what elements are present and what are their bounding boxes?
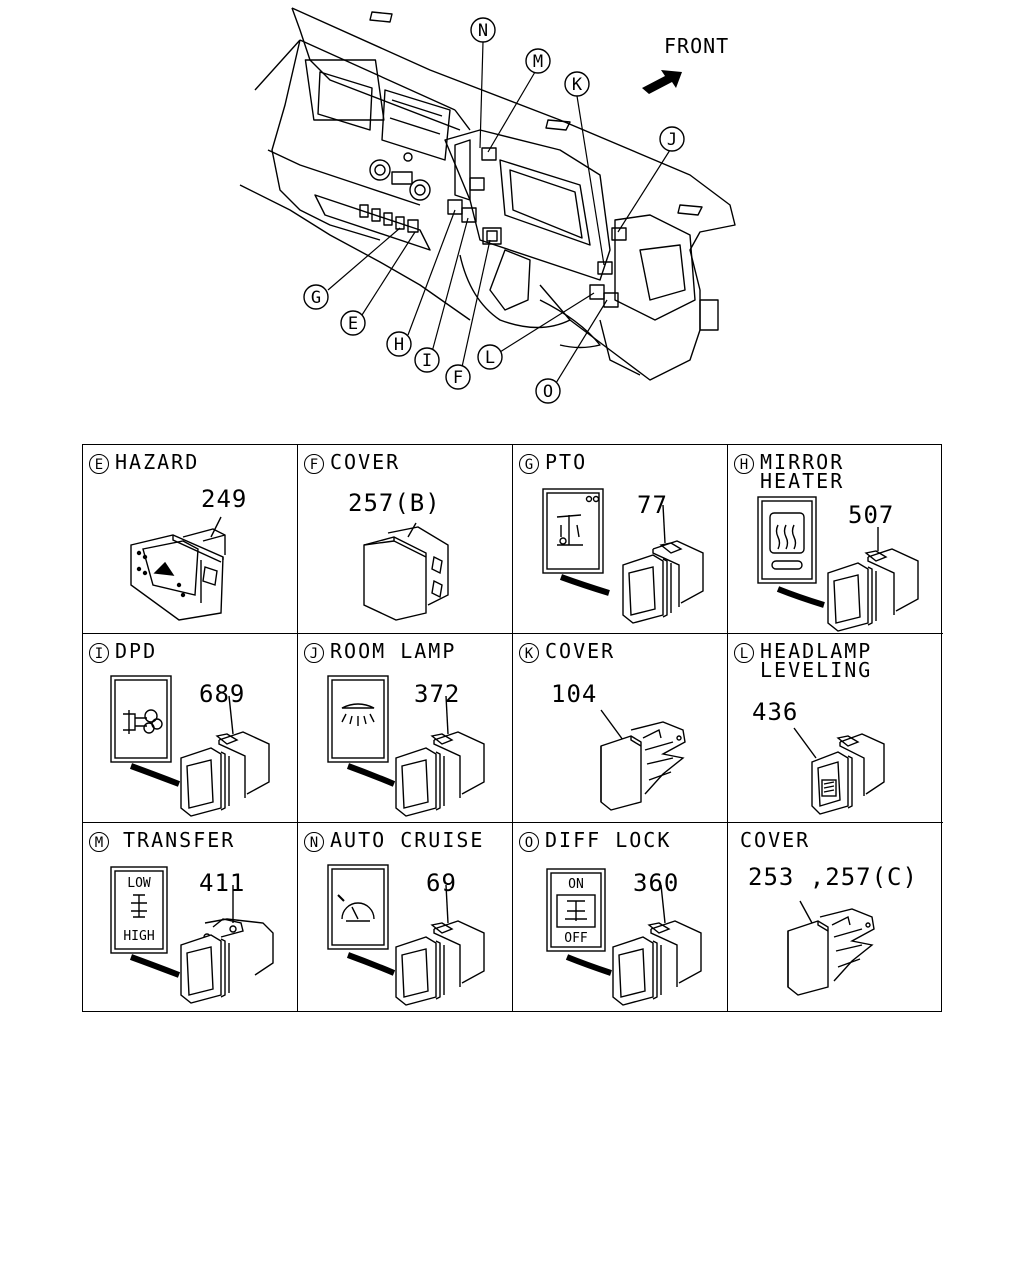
- letter-badge: J: [304, 643, 324, 663]
- cell-cover-c: COVER 253 ,257(C): [728, 823, 943, 1012]
- pto-icon: [556, 514, 583, 546]
- transfer-high-label: HIGH: [123, 929, 154, 944]
- mirror-heater-icon: [769, 512, 805, 554]
- mirror-heater-switch-drawing: [757, 496, 919, 632]
- part-number: 436: [752, 698, 799, 726]
- cell-room-lamp: J ROOM LAMP 372: [298, 634, 513, 823]
- callout-k: K: [572, 75, 583, 95]
- callout-h: H: [394, 335, 404, 355]
- letter-badge: G: [519, 454, 539, 474]
- cell-pto: G PTO 77: [513, 445, 728, 634]
- dashboard-overview-drawing: N M K J G E H I F L O FRONT: [239, 7, 736, 404]
- letter-badge: E: [89, 454, 109, 474]
- front-arrow-icon: [642, 70, 682, 94]
- cell-title: AUTO CRUISE: [330, 828, 485, 852]
- part-number: 257(B): [348, 489, 441, 517]
- cell-title: COVER: [330, 450, 401, 474]
- diff-lock-off-label: OFF: [564, 931, 588, 946]
- callout-o: O: [543, 382, 553, 402]
- letter-badge: I: [89, 643, 109, 663]
- callout-g: G: [311, 288, 321, 308]
- letter-badge: H: [734, 454, 754, 474]
- callout-l: L: [485, 348, 495, 368]
- cover-drawing: [363, 522, 449, 621]
- cell-title: ROOM LAMP: [330, 639, 457, 663]
- part-number: 411: [199, 869, 246, 897]
- cell-cover-f: F COVER 257(B): [298, 445, 513, 634]
- cell-transfer: M TRANSFER 411 LOW HIGH: [83, 823, 298, 1012]
- cell-title: DPD: [115, 639, 158, 663]
- dpd-icon: [123, 710, 147, 734]
- cell-title: PTO: [545, 450, 588, 474]
- cell-auto-cruise: N AUTO CRUISE 69: [298, 823, 513, 1012]
- room-lamp-switch-drawing: [327, 675, 485, 817]
- parts-grid: E HAZARD 249 F COVER 257(B): [82, 444, 943, 1012]
- cell-title: MIRROR HEATER: [760, 450, 845, 493]
- letter-badge: O: [519, 832, 539, 852]
- callout-n: N: [478, 21, 488, 41]
- cell-diff-lock: O DIFF LOCK 360 ON OFF: [513, 823, 728, 1012]
- part-number: 77: [637, 491, 668, 519]
- part-number: 253 ,257(C): [748, 863, 918, 891]
- cell-hazard: E HAZARD 249: [83, 445, 298, 634]
- part-number: 69: [426, 869, 457, 897]
- letter-badge: K: [519, 643, 539, 663]
- cell-title: COVER: [545, 639, 616, 663]
- callout-e: E: [348, 314, 358, 334]
- letter-badge: N: [304, 832, 324, 852]
- cell-title: TRANSFER: [123, 828, 236, 852]
- transfer-low-label: LOW: [127, 876, 151, 891]
- cruise-speedometer-icon: [341, 902, 375, 920]
- part-number: 372: [414, 680, 461, 708]
- cell-title: COVER: [740, 828, 811, 852]
- part-number: 360: [633, 869, 680, 897]
- part-number: 249: [201, 485, 248, 513]
- letter-badge: L: [734, 643, 754, 663]
- room-lamp-icon: [341, 703, 375, 709]
- diff-lock-switch-drawing: ON OFF: [546, 868, 702, 1006]
- cell-title: HAZARD: [115, 450, 200, 474]
- cell-cover-k: K COVER 104: [513, 634, 728, 823]
- transfer-switch-drawing: LOW HIGH: [110, 866, 274, 1004]
- diff-lock-on-label: ON: [568, 877, 584, 892]
- hazard-switch-drawing: [130, 516, 226, 621]
- cover-with-clip-drawing: [600, 709, 686, 811]
- cell-headlamp-leveling: L HEADLAMP LEVELING 436: [728, 634, 943, 823]
- leveling-dial-icon: [821, 779, 837, 797]
- auto-cruise-switch-drawing: [327, 864, 485, 1006]
- callout-j: J: [667, 130, 677, 150]
- callout-m: M: [533, 52, 543, 72]
- cell-title: DIFF LOCK: [545, 828, 672, 852]
- cell-title: HEADLAMP LEVELING: [760, 639, 873, 682]
- callout-i: I: [422, 351, 432, 371]
- front-label: FRONT: [664, 34, 729, 58]
- part-number: 507: [848, 501, 895, 529]
- cell-mirror-heater: H MIRROR HEATER 507: [728, 445, 943, 634]
- transfer-icon: [131, 894, 147, 918]
- callout-f: F: [453, 368, 463, 388]
- cover-with-clip-drawing: [787, 900, 875, 996]
- letter-badge: M: [89, 832, 109, 852]
- letter-badge: F: [304, 454, 324, 474]
- cell-dpd: I DPD 689: [83, 634, 298, 823]
- part-number: 104: [551, 680, 598, 708]
- diff-lock-icon: [565, 900, 587, 921]
- part-number: 689: [199, 680, 246, 708]
- pto-switch-drawing: [542, 488, 704, 624]
- dpd-switch-drawing: [110, 675, 270, 817]
- headlamp-leveling-switch-drawing: [793, 727, 885, 815]
